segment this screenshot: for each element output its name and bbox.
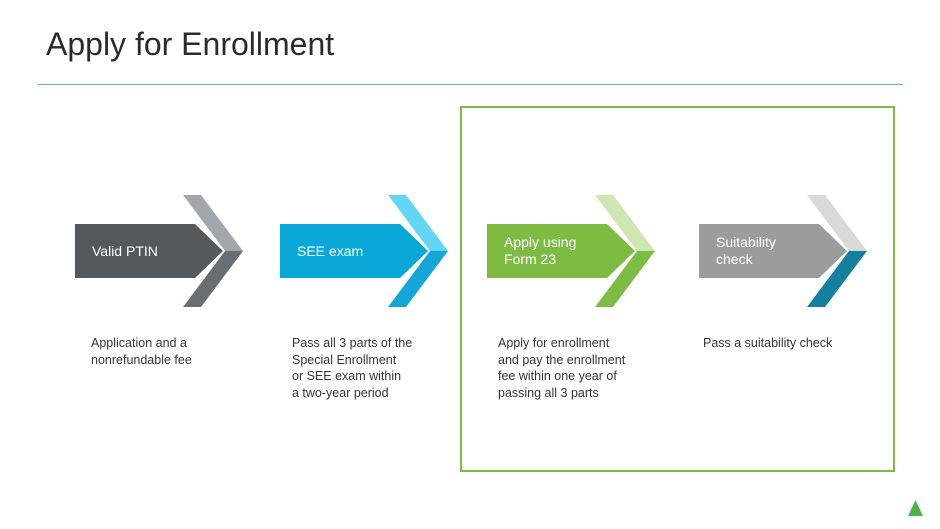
step-4-arrow-icon — [699, 195, 867, 307]
step-3-chevron-bottom — [595, 251, 655, 307]
step-1-chevron-bottom — [183, 251, 243, 307]
step-arrow-see-exam: SEE exam — [280, 195, 456, 307]
slide-title: Apply for Enrollment — [46, 26, 335, 62]
step-3-chevron-top — [595, 195, 655, 251]
step-2-chevron-top — [388, 195, 448, 251]
step-1-body — [75, 224, 223, 278]
step-2-chevron-bottom — [388, 251, 448, 307]
step-arrow-valid-ptin: Valid PTIN — [75, 195, 251, 307]
step-4-chevron-bottom — [807, 251, 867, 307]
step-arrow-apply-form-23: Apply using Form 23 — [487, 195, 663, 307]
step-2-label: SEE exam — [297, 242, 364, 259]
step-3-body — [487, 224, 635, 278]
step-3-description: Apply for enrollment and pay the enrollm… — [498, 336, 626, 400]
step-4-label: Suitability check — [716, 234, 776, 267]
step-1-description: Application and a nonrefundable fee — [91, 336, 192, 367]
corner-triangle-icon — [908, 500, 923, 516]
step-2-arrow-icon — [280, 195, 448, 307]
step-arrow-suitability-check: Suitability check — [699, 195, 875, 307]
corner-triangle-shape — [908, 500, 923, 516]
step-1-label: Valid PTIN — [92, 242, 158, 259]
step-2-description: Pass all 3 parts of the Special Enrollme… — [292, 336, 413, 400]
step-2-body — [280, 224, 428, 278]
step-1-chevron-top — [183, 195, 243, 251]
step-4-description: Pass a suitability check — [703, 336, 833, 350]
step-3-arrow-icon — [487, 195, 655, 307]
highlight-box — [460, 106, 895, 472]
title-divider — [38, 84, 903, 85]
step-4-chevron-top — [807, 195, 867, 251]
step-1-arrow-icon — [75, 195, 243, 307]
step-4-body — [699, 224, 847, 278]
step-3-label: Apply using Form 23 — [504, 234, 577, 267]
